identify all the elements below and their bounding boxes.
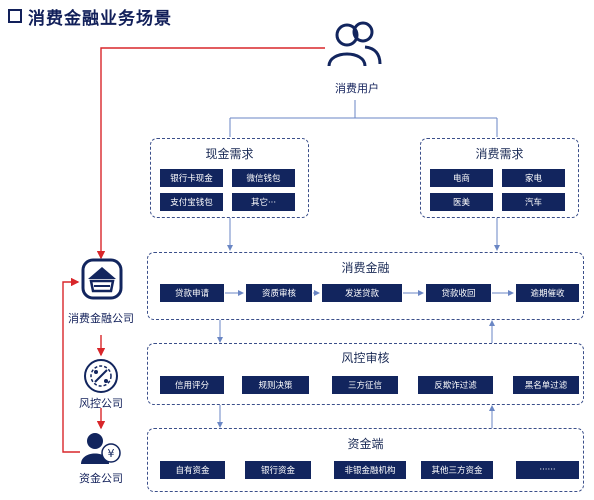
consumer-finance-box: 消费金融 <box>147 252 584 320</box>
user-label: 消费用户 <box>335 82 379 95</box>
finance-step: 逾期催收 <box>516 284 579 302</box>
consumer-finance-title: 消费金融 <box>341 261 390 275</box>
cash-item: 微信钱包 <box>232 169 295 187</box>
risk-review-title: 风控审核 <box>341 351 390 365</box>
users-icon <box>327 21 382 67</box>
finance-step: 贷款收回 <box>426 284 491 302</box>
funding-title: 资金端 <box>347 437 384 451</box>
cash-item: 其它··· <box>232 193 295 211</box>
finance-company-label: 消费金融公司 <box>68 312 134 325</box>
title-marker <box>8 9 22 23</box>
cash-demand-title: 现金需求 <box>205 147 254 161</box>
funding-item: 银行资金 <box>245 461 311 479</box>
consumer-item: 家电 <box>502 169 565 187</box>
risk-item: 三方征信 <box>332 376 398 394</box>
finance-step: 发送贷款 <box>322 284 402 302</box>
consumer-item: 电商 <box>430 169 493 187</box>
capital-person-icon: ¥ <box>81 433 121 464</box>
funding-item: ······ <box>516 461 579 479</box>
page-title: 消费金融业务场景 <box>28 9 172 29</box>
finance-company-icon <box>81 258 123 300</box>
funding-item: 自有资金 <box>160 461 225 479</box>
funding-box: 资金端 <box>147 428 584 492</box>
cash-item: 银行卡现金 <box>160 169 223 187</box>
funding-item: 其他三方资金 <box>421 461 493 479</box>
red-capital-to-company <box>62 277 80 453</box>
finance-step: 资质审核 <box>246 284 312 302</box>
risk-item: 规则决策 <box>242 376 309 394</box>
risk-item: 信用评分 <box>160 376 224 394</box>
capital-company-label: 资金公司 <box>79 472 123 485</box>
consumer-demand-box: 消费需求 <box>420 138 579 218</box>
cash-demand-box: 现金需求 <box>150 138 309 218</box>
user-split-line <box>229 100 498 137</box>
svg-text:¥: ¥ <box>108 447 115 460</box>
funding-item: 非银金融机构 <box>334 461 406 479</box>
risk-control-icon <box>84 359 118 393</box>
risk-item: 黑名单过滤 <box>513 376 579 394</box>
risk-item: 反欺诈过滤 <box>418 376 493 394</box>
red-user-to-company <box>96 47 325 260</box>
consumer-demand-title: 消费需求 <box>475 147 524 161</box>
risk-company-label: 风控公司 <box>79 397 123 410</box>
cash-item: 支付宝钱包 <box>160 193 223 211</box>
consumer-item: 医美 <box>430 193 493 211</box>
risk-review-box: 风控审核 <box>147 343 584 405</box>
consumer-item: 汽车 <box>502 193 565 211</box>
finance-step: 贷款申请 <box>160 284 224 302</box>
